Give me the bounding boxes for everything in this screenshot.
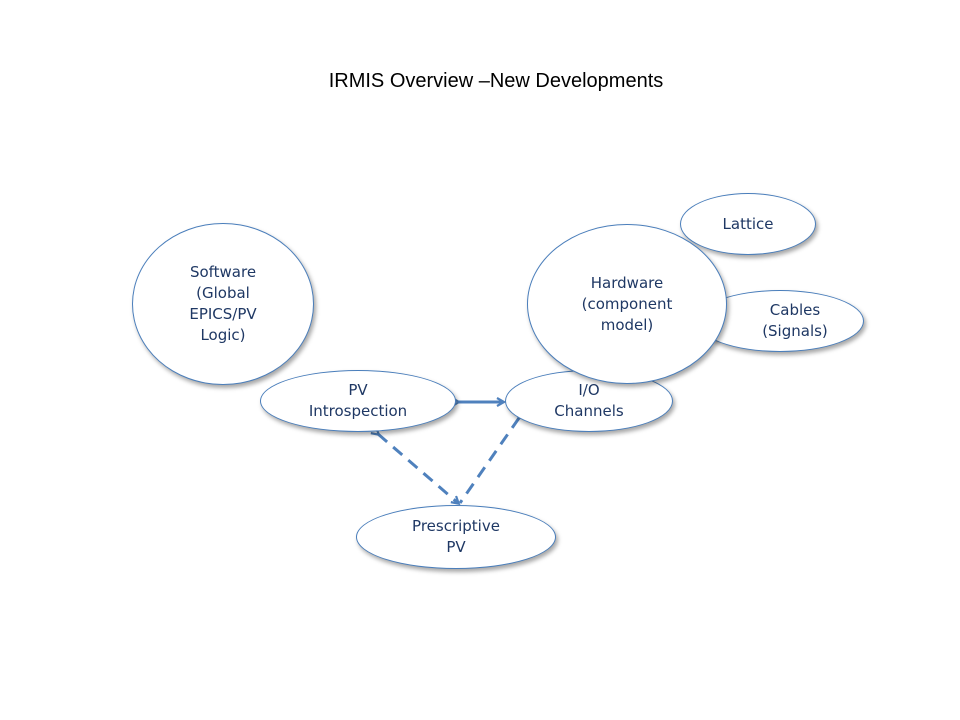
lattice-label: Lattice <box>722 214 774 233</box>
hardware-label: Hardware (component model) <box>581 273 673 334</box>
software-node: Software (Global EPICS/PV Logic) <box>132 223 314 385</box>
io-channels-node: I/O Channels <box>505 370 673 432</box>
pv-introspection-node: PV Introspection <box>260 370 456 432</box>
hardware-node: Hardware (component model) <box>527 224 727 384</box>
prescriptive-pv-node: Prescriptive PV <box>356 505 556 569</box>
diagram-title: IRMIS Overview –New Developments <box>328 70 664 92</box>
cables-node: Cables (Signals) <box>696 290 864 352</box>
io-to-prescriptive-arrow <box>458 418 519 504</box>
software-label: Software (Global EPICS/PV Logic) <box>189 263 257 344</box>
io-channels-label: I/O Channels <box>554 381 624 420</box>
prescriptive-pv-label: Prescriptive PV <box>412 517 500 556</box>
pv-to-prescriptive-arrow <box>378 434 458 503</box>
lattice-node: Lattice <box>680 193 816 255</box>
pv-introspection-label: PV Introspection <box>308 381 408 420</box>
cables-label: Cables (Signals) <box>762 301 828 340</box>
